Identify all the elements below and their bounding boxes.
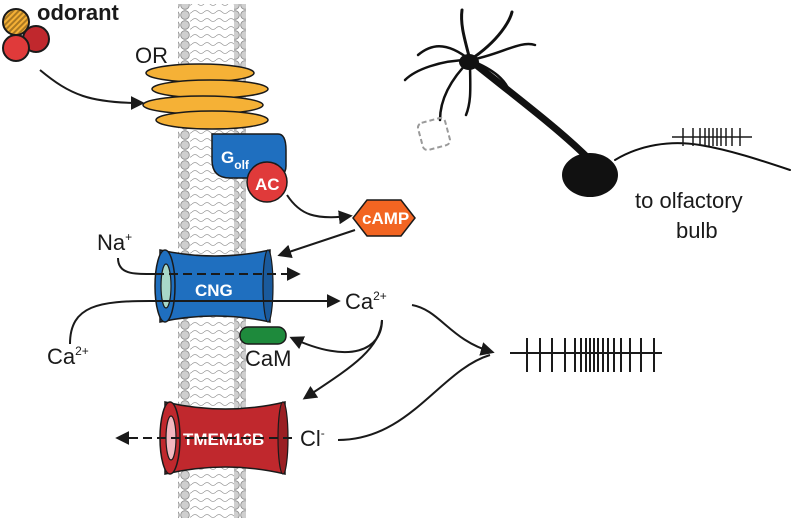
odorant-to-or-arrow: [39, 69, 145, 110]
cl-label: Cl-: [300, 426, 325, 451]
camp-molecule: [352, 199, 416, 237]
spike-train-bottom: [510, 338, 662, 372]
odorant-label: odorant: [37, 0, 120, 25]
camp-label: cAMP: [362, 209, 409, 228]
odorant-molecule: [2, 8, 50, 62]
na-label: Na+: [97, 230, 132, 255]
ca-to-cam-arrow: [289, 319, 383, 353]
zoom-region-box: [416, 116, 452, 152]
ca-extracellular-label: Ca2+: [47, 344, 89, 369]
ca-influx-arrow: [69, 294, 341, 345]
ac-label: AC: [255, 175, 280, 194]
ac-to-camp-arrow: [286, 194, 353, 225]
ca-to-tmem-arrow: [302, 319, 383, 400]
neuron-soma: [562, 153, 618, 197]
adenylyl-cyclase: [246, 161, 288, 203]
odorant-receptor: [142, 63, 269, 130]
cl-to-spikes-arrow: [337, 354, 491, 441]
ca-to-spikes-arrow: [411, 304, 495, 356]
na-influx-arrow: [117, 257, 156, 276]
cng-label: CNG: [195, 281, 233, 300]
tmem16b-label: TMEM16B: [183, 430, 264, 449]
or-label: OR: [135, 43, 168, 68]
neuron-knob: [459, 54, 479, 70]
tmem16b-channel: [159, 401, 289, 475]
spike-train-top: [672, 128, 752, 146]
calmodulin: [239, 326, 287, 345]
bulb-label-line2: bulb: [676, 218, 718, 243]
ca-intracellular-label: Ca2+: [345, 289, 387, 314]
camp-to-cng-arrow: [277, 229, 356, 259]
cam-label: CaM: [245, 346, 291, 371]
bulb-label-line1: to olfactory: [635, 188, 743, 213]
g-olf-label: Golf: [221, 148, 250, 172]
